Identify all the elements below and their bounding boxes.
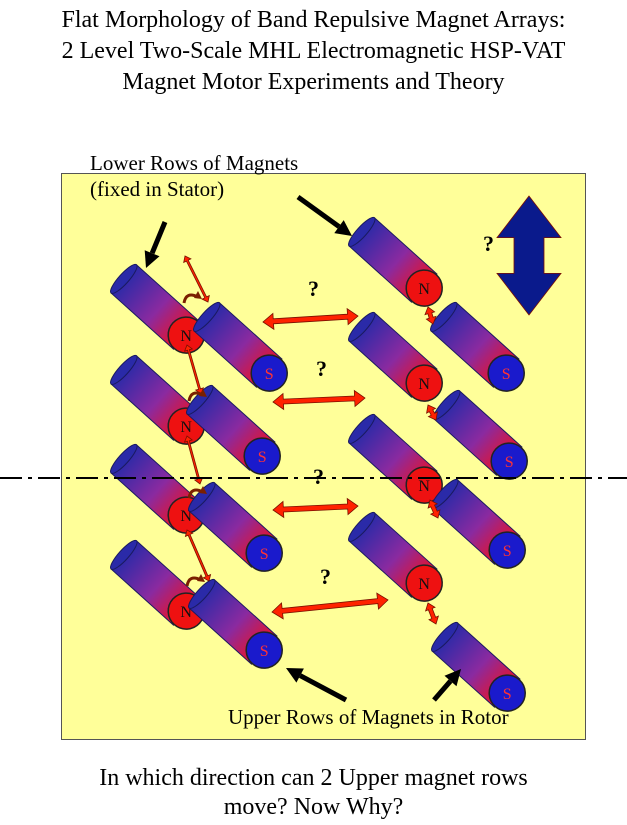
left-gap-arrow-4 (184, 529, 212, 582)
rotor-magnet-left-1-pole-face (250, 354, 288, 392)
rotor-magnet-left-4: S (188, 578, 283, 669)
stator-magnet-right-1: N (348, 216, 443, 307)
stator-magnet-left-1-pole-label: N (180, 328, 192, 345)
bottom-question-line-1: In which direction can 2 Upper magnet ro… (99, 765, 528, 791)
question-mark-5: ? (320, 564, 331, 589)
rotor-magnet-left-2-pole-face (243, 437, 281, 475)
bottom-question-line-2: move? Now Why? (223, 794, 404, 820)
rotor-magnet-left-1-pole-label: S (265, 366, 274, 383)
horizontal-repulsion-arrow-2 (272, 389, 366, 411)
rotor-magnet-right-1: S (430, 301, 525, 392)
red-arrows-layer (182, 195, 562, 625)
rotor-magnet-left-3-pole-face (245, 534, 283, 572)
left-gap-arrow-3 (183, 435, 204, 485)
pointer-to-lower-left-shaft (149, 221, 168, 255)
horizontal-repulsion-arrow-1 (262, 307, 359, 331)
rotation-hook-head-3 (199, 486, 207, 494)
pointer-to-lower-left-head (144, 250, 160, 268)
stator-magnet-right-3-pole-label: N (418, 478, 430, 495)
pointer-to-lower-right-head (334, 220, 352, 236)
rotor-magnet-right-4-pole-label: S (503, 686, 512, 703)
stator-magnet-right-2-back-cap (348, 311, 376, 342)
vertical-motion-arrow (496, 195, 562, 316)
rotor-magnet-left-2-pole-label: S (258, 449, 267, 466)
stator-magnet-left-2: N (110, 354, 205, 445)
upper-rows-label: Upper Rows of Magnets in Rotor (228, 705, 509, 729)
rotor-magnet-right-2-pole-face (490, 442, 528, 480)
rotor-magnet-right-3-pole-label: S (503, 543, 512, 560)
title-line-1: Flat Morphology of Band Repulsive Magnet… (61, 7, 566, 33)
stator-magnet-right-1-pole-label: N (418, 281, 430, 298)
right-gap-arrow-3 (427, 499, 441, 519)
rotor-magnet-left-4-pole-face (245, 631, 283, 669)
stator-magnet-right-4-pole-label: N (418, 576, 430, 593)
question-marks-layer: ????? (308, 231, 494, 589)
question-mark-4: ? (313, 464, 324, 489)
right-gap-arrow-4 (424, 602, 440, 625)
rotor-magnet-left-4-pole-label: S (260, 643, 269, 660)
stator-magnet-right-3: N (348, 413, 443, 504)
stator-magnet-left-4-back-cap (110, 539, 138, 570)
rotation-hook-head-2 (199, 389, 207, 397)
rotor-magnet-left-2-back-cap (186, 384, 214, 415)
rotor-magnet-right-4-back-cap (431, 621, 459, 652)
title-line-3: Magnet Motor Experiments and Theory (122, 69, 505, 95)
rotor-magnet-right-1-back-cap (430, 301, 458, 332)
stator-magnet-right-2-pole-label: N (418, 376, 430, 393)
rotor-magnet-left-3-pole-label: S (260, 546, 269, 563)
stator-magnet-right-2-pole-face (405, 364, 443, 402)
stator-magnet-left-2-pole-label: N (180, 419, 192, 436)
rotor-magnet-left-4-back-cap (188, 578, 216, 609)
rotor-magnet-right-4-pole-face (488, 674, 526, 712)
pointer-to-upper-right-head (444, 669, 461, 687)
right-gap-arrow-1 (424, 306, 437, 325)
stator-magnet-right-3-back-cap (348, 413, 376, 444)
question-mark-1: ? (483, 231, 494, 256)
rotor-magnet-left-2: S (186, 384, 281, 475)
pointer-to-upper-right-shaft (432, 679, 453, 702)
rotation-hook-head-1 (194, 291, 202, 299)
question-mark-3: ? (316, 356, 327, 381)
lower-rows-label-line-2: (fixed in Stator) (90, 177, 225, 201)
stator-magnet-right-2: N (348, 311, 443, 402)
pointer-to-lower-right-shaft (296, 194, 341, 229)
rotor-magnet-right-2: S (433, 389, 528, 480)
rotation-hook-head-4 (197, 574, 205, 582)
left-gap-arrow-1 (183, 255, 210, 303)
stator-magnet-left-3-pole-label: N (180, 508, 192, 525)
stator-magnet-left-2-back-cap (110, 354, 138, 385)
rotor-magnet-left-1: S (193, 301, 288, 392)
question-mark-2: ? (308, 276, 319, 301)
rotor-magnet-right-1-pole-face (487, 354, 525, 392)
pointer-to-upper-left-head (286, 668, 304, 683)
stator-magnet-left-3-back-cap (110, 443, 138, 474)
stator-magnet-right-4-pole-face (405, 564, 443, 602)
title-line-2: 2 Level Two-Scale MHL Electromagnetic HS… (61, 38, 566, 64)
pointer-to-upper-left-shaft (298, 673, 348, 703)
stator-magnet-left-1-back-cap (110, 263, 138, 294)
lower-rows-label-line-1: Lower Rows of Magnets (90, 151, 299, 175)
rotor-magnet-right-3-pole-face (488, 531, 526, 569)
rotor-magnet-left-3: S (188, 481, 283, 572)
right-gap-arrow-2 (426, 404, 438, 421)
horizontal-repulsion-arrow-4 (271, 592, 389, 620)
rotor-magnet-right-3: S (431, 478, 526, 569)
pointer-arrows-layer (144, 194, 461, 703)
stator-magnet-right-1-pole-face (405, 269, 443, 307)
horizontal-repulsion-arrow-3 (272, 497, 359, 519)
rotor-magnet-right-2-pole-label: S (505, 454, 514, 471)
rotor-magnet-left-1-back-cap (193, 301, 221, 332)
stator-magnet-right-1-back-cap (348, 216, 376, 247)
stator-magnet-right-4: N (348, 511, 443, 602)
stator-magnet-right-4-back-cap (348, 511, 376, 542)
rotor-magnet-left-3-back-cap (188, 481, 216, 512)
rotor-magnet-right-1-pole-label: S (502, 366, 511, 383)
rotor-magnet-right-4: S (431, 621, 526, 712)
